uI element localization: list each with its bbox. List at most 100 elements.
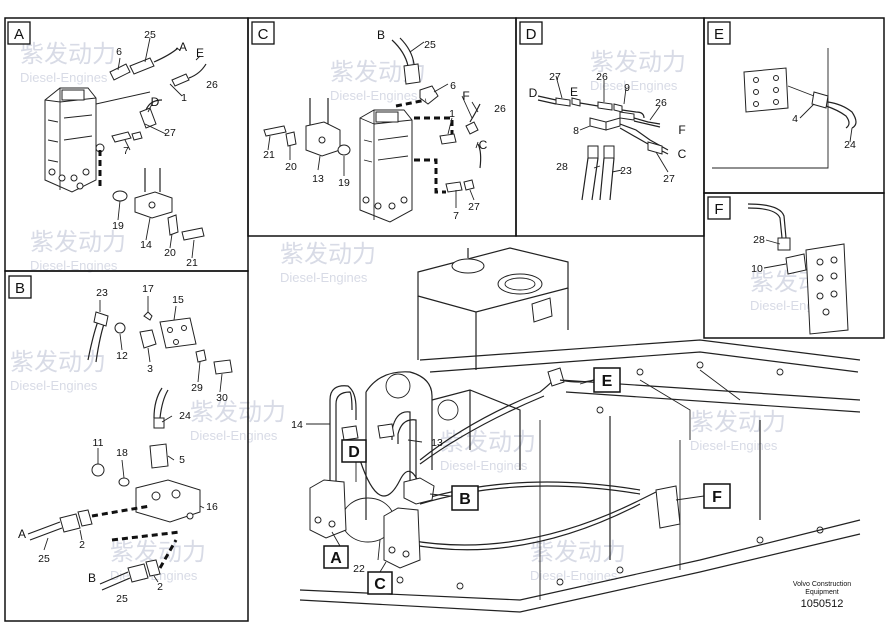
label-b-25: 25 bbox=[38, 553, 50, 565]
callout-d bbox=[341, 439, 367, 463]
label-b-23: 23 bbox=[96, 287, 108, 299]
panel-c-labels: B 25 6 F 26 1 C 21 20 13 19 7 27 bbox=[263, 28, 506, 222]
label-d-26: 26 bbox=[596, 71, 608, 83]
callout-e-letter: E bbox=[602, 373, 613, 390]
footer: Volvo Construction Equipment 1050512 bbox=[793, 581, 851, 610]
watermark-brand: 紫发动力 bbox=[190, 399, 286, 426]
label-a-19: 19 bbox=[112, 220, 124, 232]
label-d-28: 28 bbox=[556, 161, 568, 173]
panel-d-drawing bbox=[537, 75, 669, 201]
watermark-tagline: Diesel-Engines bbox=[280, 270, 368, 285]
label-a-26: 26 bbox=[206, 79, 218, 91]
callout-a-letter: A bbox=[330, 550, 342, 567]
label-b-B: B bbox=[88, 571, 96, 585]
panel-a-drawing bbox=[44, 37, 207, 259]
label-d-27b: 27 bbox=[663, 173, 675, 185]
panel-f-frame bbox=[703, 192, 885, 339]
watermark-tagline: Diesel-Engines bbox=[440, 458, 528, 473]
label-b-30: 30 bbox=[216, 392, 228, 404]
label-b-11: 11 bbox=[93, 437, 104, 449]
label-c-26: 26 bbox=[494, 103, 506, 115]
panel-b-labels: 23 17 15 12 3 29 30 24 11 18 5 16 A 25 2… bbox=[18, 283, 228, 605]
label-a-A: A bbox=[179, 40, 187, 54]
panel-frames bbox=[4, 17, 885, 622]
watermark-brand: 紫发动力 bbox=[440, 429, 536, 456]
callout-c-letter: C bbox=[374, 576, 386, 593]
callout-d-letter: D bbox=[348, 444, 360, 461]
callout-c bbox=[367, 571, 393, 595]
watermarks: 紫发动力 Diesel-Engines 紫发动力 Diesel-Engines 紫发… bbox=[10, 41, 846, 583]
label-c-C: C bbox=[479, 138, 488, 152]
label-b-A: A bbox=[18, 527, 26, 541]
label-c-F: F bbox=[462, 89, 469, 103]
callout-a bbox=[323, 545, 349, 569]
label-b-16: 16 bbox=[206, 501, 218, 513]
watermark-brand: 紫发动力 bbox=[110, 539, 206, 566]
label-c-B: B bbox=[377, 28, 385, 42]
panel-c-letter: C bbox=[258, 26, 269, 43]
label-a-1: 1 bbox=[181, 92, 187, 104]
watermark-tagline: Diesel-Engines bbox=[30, 258, 118, 273]
panel-d-letter: D bbox=[526, 26, 537, 43]
callout-b-letter: B bbox=[459, 491, 471, 508]
panel-a-labels: 25 A E 6 26 1 D 27 7 19 14 20 21 bbox=[112, 29, 218, 269]
label-d-C: C bbox=[678, 147, 687, 161]
label-c-20: 20 bbox=[285, 161, 297, 173]
label-c-1: 1 bbox=[449, 108, 455, 120]
panel-c-drawing bbox=[263, 37, 482, 223]
watermark-brand: 紫发动力 bbox=[10, 349, 106, 376]
watermark-brand: 紫发动力 bbox=[530, 539, 626, 566]
label-b-18: 18 bbox=[116, 447, 128, 459]
panel-b-drawing bbox=[27, 296, 233, 591]
watermark-tagline: Diesel-Engines bbox=[190, 428, 278, 443]
panel-a-letter: A bbox=[14, 26, 24, 43]
label-f-28: 28 bbox=[753, 234, 765, 246]
label-a-E: E bbox=[196, 46, 204, 60]
label-d-E: E bbox=[570, 85, 578, 99]
label-d-26b: 26 bbox=[655, 97, 667, 109]
label-d-27: 27 bbox=[549, 71, 561, 83]
panel-b-letter: B bbox=[15, 280, 25, 297]
label-e-24: 24 bbox=[844, 139, 856, 151]
label-main-13: 13 bbox=[431, 437, 443, 449]
label-b-3: 3 bbox=[147, 363, 153, 375]
watermark-brand: 紫发动力 bbox=[280, 241, 376, 268]
main-drawing bbox=[299, 247, 861, 613]
label-b-29: 29 bbox=[191, 382, 203, 394]
label-b-5: 5 bbox=[179, 454, 185, 466]
label-a-D: D bbox=[151, 95, 160, 109]
watermark-tagline: Diesel-Engines bbox=[20, 70, 108, 85]
label-main-14: 14 bbox=[291, 419, 303, 431]
watermark-brand: 紫发动力 bbox=[690, 409, 786, 436]
label-b-2: 2 bbox=[79, 539, 85, 551]
label-b-2b: 2 bbox=[157, 581, 163, 593]
main-callouts: D A C B E F bbox=[323, 367, 731, 595]
label-a-20: 20 bbox=[164, 247, 176, 259]
watermark-tagline: Diesel-Engines bbox=[530, 568, 618, 583]
label-a-27: 27 bbox=[164, 127, 176, 139]
footer-part-number: 1050512 bbox=[801, 598, 844, 610]
label-c-21: 21 bbox=[263, 149, 275, 161]
panel-d-labels: 27 26 9 D E 26 8 F 28 23 C 27 bbox=[529, 71, 687, 185]
label-c-27: 27 bbox=[468, 201, 480, 213]
label-a-7: 7 bbox=[123, 145, 129, 157]
watermark-tagline: Diesel-Engines bbox=[10, 378, 98, 393]
label-c-25: 25 bbox=[424, 39, 436, 51]
panel-letters: A C D E F B bbox=[7, 21, 731, 299]
label-d-23: 23 bbox=[620, 165, 632, 177]
panel-f-letter: F bbox=[714, 201, 723, 218]
label-b-24: 24 bbox=[179, 410, 191, 422]
label-b-17: 17 bbox=[142, 283, 154, 295]
panel-e-labels: 4 24 bbox=[792, 113, 856, 151]
panel-e-frame bbox=[703, 17, 885, 194]
panel-f-drawing bbox=[747, 203, 849, 335]
watermark-brand: 紫发动力 bbox=[30, 229, 126, 256]
panel-e-drawing bbox=[712, 48, 857, 169]
footer-brand-line2: Equipment bbox=[805, 589, 839, 596]
label-a-6: 6 bbox=[116, 46, 122, 58]
label-d-9: 9 bbox=[624, 82, 630, 94]
watermark-tagline: Diesel-Engines bbox=[690, 438, 778, 453]
label-main-22: 22 bbox=[353, 563, 365, 575]
callout-f-letter: F bbox=[712, 489, 722, 506]
